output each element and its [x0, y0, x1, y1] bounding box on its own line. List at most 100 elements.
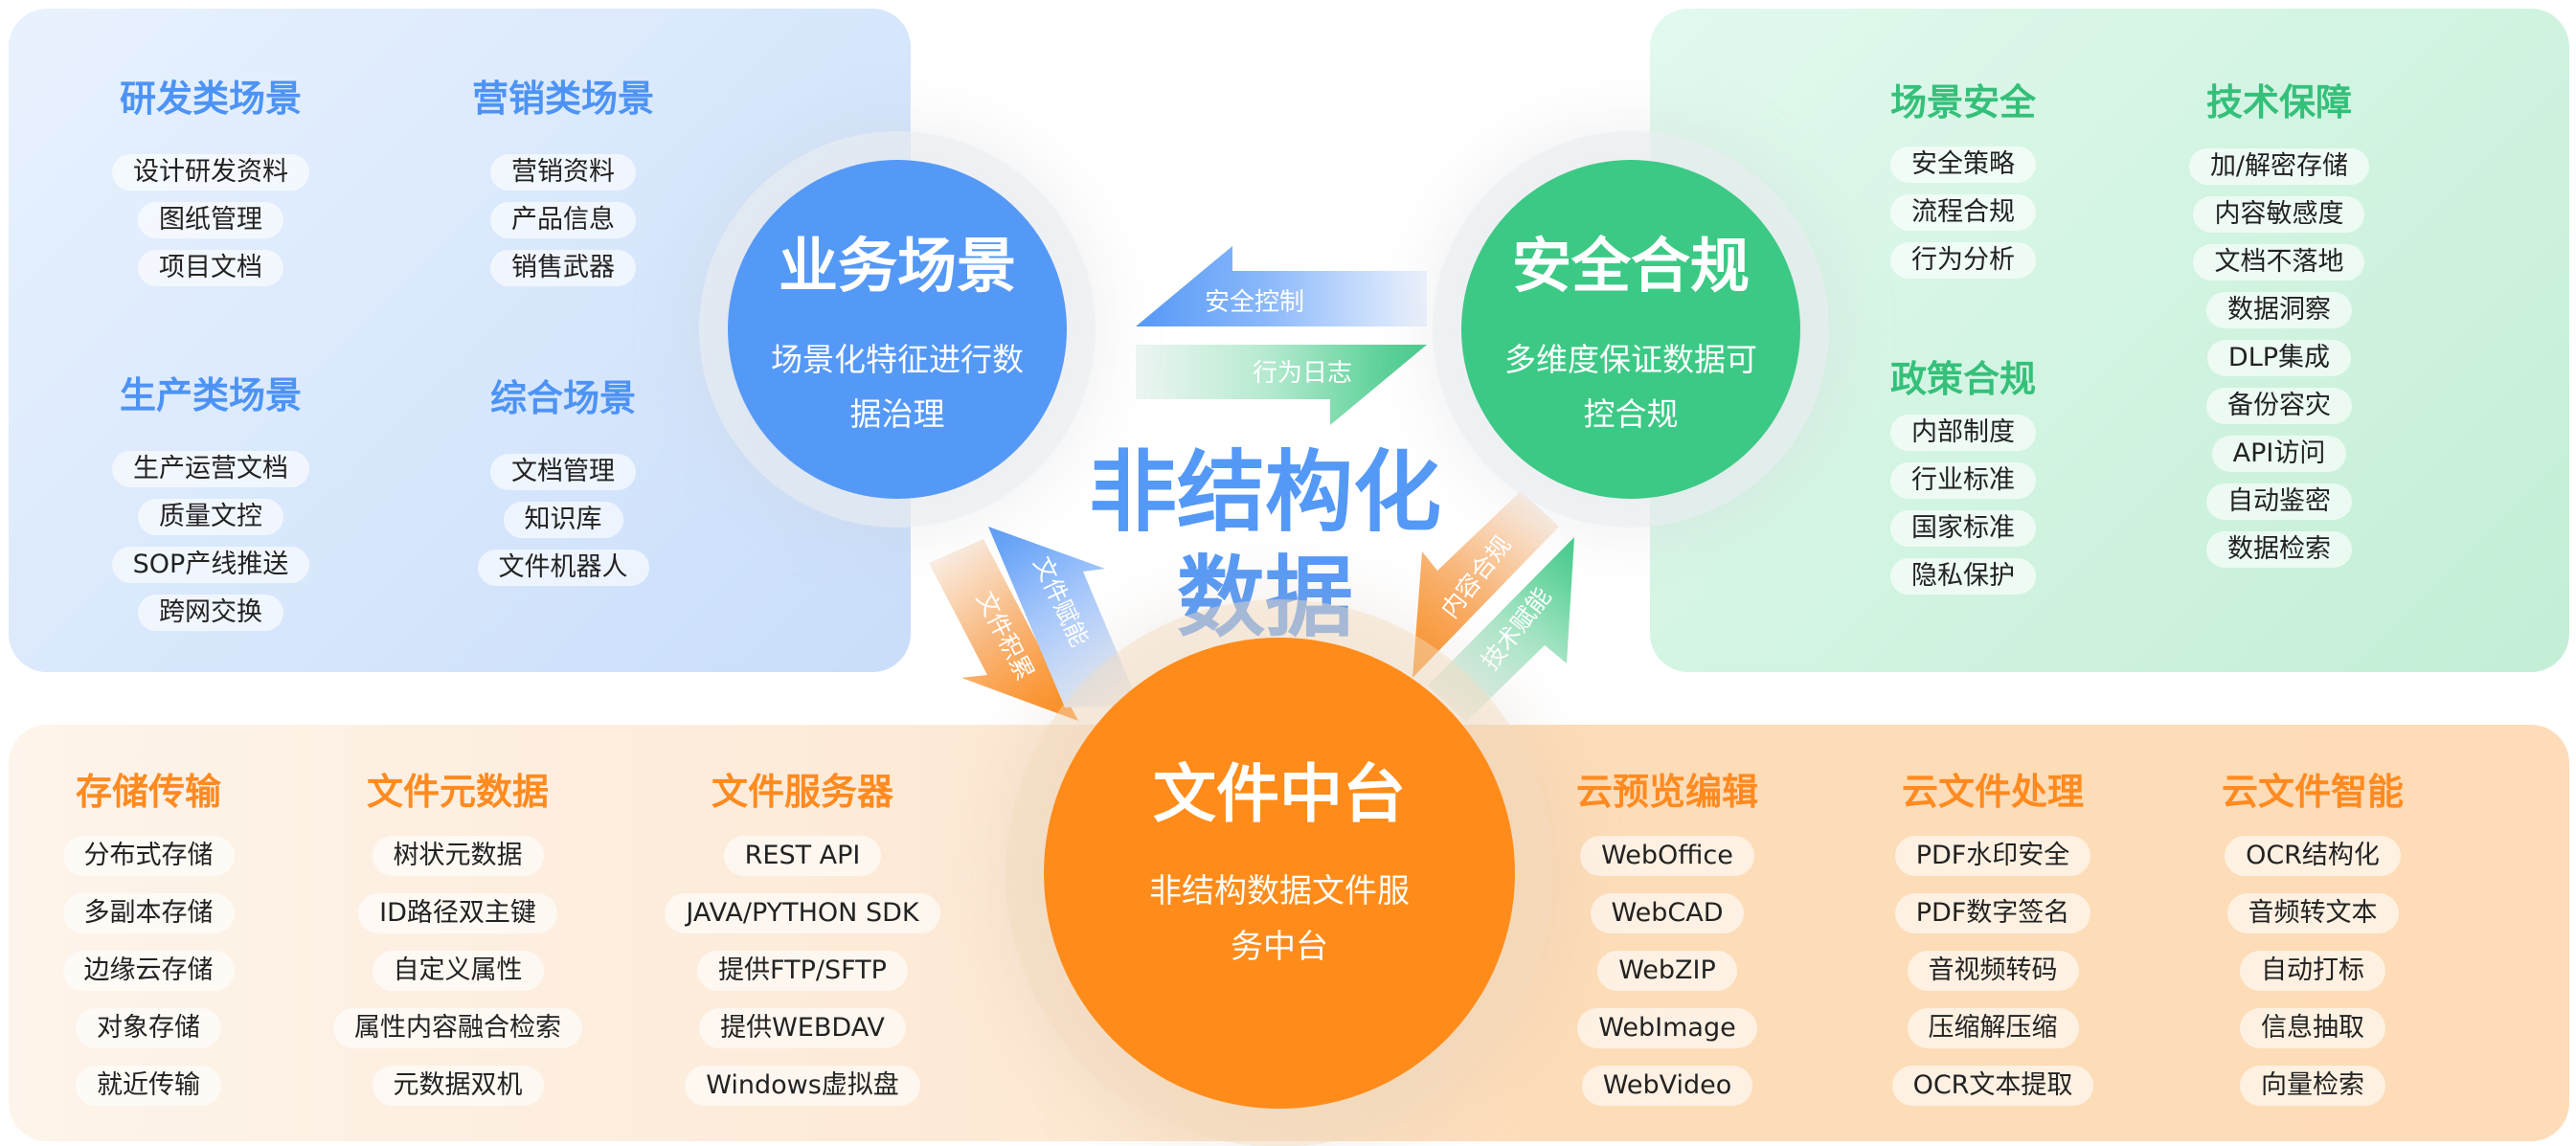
- feature-list: REST API JAVA/PYTHON SDK 提供FTP/SFTP 提供WEBDA…: [665, 836, 940, 1106]
- security-compliance-panel: [1650, 9, 2569, 672]
- feature-tag: 树状元数据: [372, 836, 544, 876]
- feature-tag: 提供WEBDAV: [699, 1008, 906, 1048]
- feature-tag: REST API: [723, 836, 882, 876]
- feature-tag: OCR文本提取: [1891, 1066, 2094, 1106]
- feature-tag: 备份容灾: [2205, 388, 2352, 424]
- category-group: 营销类场景营销资料产品信息销售武器: [324, 75, 802, 286]
- category-title: 场景安全: [1889, 81, 2036, 124]
- category-title: 云预览编辑: [1575, 771, 1758, 813]
- feature-tag: API访问: [2211, 436, 2347, 472]
- feature-tag: 内容敏感度: [2193, 196, 2365, 233]
- category-group: 文件元数据树状元数据 ID路径双主键自定义属性属性内容融合检索元数据双机: [218, 768, 697, 1106]
- feature-tag: 属性内容融合检索: [333, 1008, 582, 1048]
- category-title: 文件元数据: [366, 771, 549, 813]
- feature-tag: 数据洞察: [2205, 292, 2352, 328]
- feature-tag: 信息抽取: [2240, 1008, 2385, 1048]
- feature-tag: 自动鉴密: [2205, 483, 2352, 520]
- category-title: 研发类场景: [119, 78, 302, 120]
- feature-tag: 音视频转码: [1907, 951, 2079, 991]
- tech-enable-arrow: [1428, 537, 1574, 722]
- feature-tag: ID路径双主键: [358, 893, 557, 933]
- category-group: 综合场景文档管理知识库文件机器人: [324, 374, 802, 586]
- category-title: 文件服务器: [711, 771, 893, 813]
- feature-tag: 流程合规: [1890, 194, 2036, 231]
- circle-title: 安全合规: [1511, 231, 1750, 301]
- category-group: 文件服务器 REST API JAVA/PYTHON SDK 提供FTP/SFTP 提供…: [563, 768, 1042, 1106]
- circle-subtitle: 务中台: [1231, 928, 1328, 966]
- feature-list: 加/解密存储内容敏感度文档不落地数据洞察 DLP集成备份容灾 API访问自动鉴密数据…: [2188, 148, 2370, 568]
- feature-tag: 国家标准: [1890, 510, 2036, 547]
- category-group: 云文件智能 OCR结构化音频转文本自动打标信息抽取向量检索: [2073, 768, 2552, 1106]
- feature-tag: 营销资料: [490, 154, 636, 191]
- feature-tag: 数据检索: [2205, 531, 2352, 568]
- category-title: 政策合规: [1889, 358, 2036, 400]
- feature-list: 安全策略流程合规行为分析: [1890, 146, 2036, 279]
- file-enable-arrow: [988, 527, 1140, 708]
- feature-tag: OCR结构化: [2225, 836, 2401, 876]
- feature-tag: DLP集成: [2206, 340, 2352, 376]
- feature-tag: 行为分析: [1890, 242, 2036, 279]
- circle-title: 文件中台: [1153, 757, 1406, 831]
- feature-list: PDF水印安全 PDF数字签名音视频转码压缩解压缩 OCR文本提取: [1891, 836, 2094, 1106]
- feature-tag: PDF数字签名: [1894, 893, 2091, 933]
- category-group: 场景安全安全策略流程合规行为分析: [1724, 79, 2203, 279]
- feature-tag: 质量文控: [138, 499, 283, 535]
- category-title: 生产类场景: [119, 374, 302, 416]
- feature-tag: 产品信息: [490, 202, 636, 238]
- feature-tag: 文档不落地: [2193, 244, 2365, 281]
- feature-tag: JAVA/PYTHON SDK: [665, 893, 940, 933]
- feature-tag: PDF水印安全: [1894, 836, 2091, 876]
- feature-list: 内部制度行业标准国家标准隐私保护: [1890, 415, 2036, 595]
- feature-tag: 项目文档: [138, 250, 283, 286]
- feature-tag: 行业标准: [1890, 462, 2036, 499]
- feature-list: 设计研发资料图纸管理项目文档: [112, 154, 309, 286]
- category-title: 营销类场景: [471, 78, 654, 120]
- category-group: 研发类场景设计研发资料图纸管理项目文档: [0, 75, 450, 286]
- feature-tag: 跨网交换: [138, 595, 283, 631]
- circle-subtitle: 控合规: [1583, 395, 1679, 433]
- feature-tag: 文件机器人: [477, 550, 649, 586]
- category-title: 云文件智能: [2221, 771, 2404, 813]
- category-title: 云文件处理: [1901, 771, 2084, 813]
- file-platform-circle: 文件中台 非结构数据文件服 务中台: [1044, 638, 1515, 1109]
- feature-list: OCR结构化音频转文本自动打标信息抽取向量检索: [2225, 836, 2401, 1106]
- center-title-line: 非结构化: [1088, 441, 1441, 544]
- file-accumulate-arrow: [929, 539, 1078, 721]
- center-title: 非结构化 数据: [1026, 440, 1504, 651]
- feature-tag: WebOffice: [1580, 836, 1754, 876]
- behavior-log-label: 行为日志: [1253, 359, 1352, 388]
- circle-subtitle: 场景化特征进行数: [771, 341, 1024, 378]
- feature-tag: 自定义属性: [372, 951, 544, 991]
- category-group: 政策合规内部制度行业标准国家标准隐私保护: [1724, 355, 2203, 595]
- business-scenario-circle: 业务场景 场景化特征进行数 据治理: [728, 160, 1067, 499]
- feature-tag: SOP产线推送: [111, 547, 310, 583]
- feature-tag: 加/解密存储: [2188, 148, 2370, 185]
- security-control-label: 安全控制: [1205, 288, 1304, 317]
- circle-subtitle: 非结构数据文件服: [1149, 872, 1410, 910]
- feature-tag: 文档管理: [490, 454, 636, 490]
- category-title: 综合场景: [489, 377, 636, 419]
- feature-tag: 自动打标: [2240, 951, 2385, 991]
- feature-tag: 对象存储: [76, 1008, 221, 1048]
- feature-tag: 压缩解压缩: [1907, 1008, 2079, 1048]
- feature-tag: 元数据双机: [372, 1066, 544, 1106]
- feature-tag: 多副本存储: [62, 893, 235, 933]
- feature-tag: 向量检索: [2240, 1066, 2385, 1106]
- feature-list: 营销资料产品信息销售武器: [490, 154, 636, 286]
- circle-subtitle: 据治理: [849, 395, 945, 433]
- circle-title: 业务场景: [778, 231, 1016, 301]
- behavior-log-arrow: [1136, 345, 1427, 425]
- feature-tag: WebImage: [1577, 1008, 1757, 1048]
- center-title-line: 数据: [1176, 547, 1353, 649]
- feature-tag: 音频转文本: [2226, 893, 2399, 933]
- feature-tag: 生产运营文档: [112, 451, 309, 487]
- feature-tag: 内部制度: [1890, 415, 2036, 451]
- feature-list: 树状元数据 ID路径双主键自定义属性属性内容融合检索元数据双机: [333, 836, 582, 1106]
- circle-subtitle: 多维度保证数据可: [1504, 341, 1757, 378]
- security-compliance-circle: 安全合规 多维度保证数据可 控合规: [1461, 160, 1800, 499]
- security-control-arrow: [1136, 246, 1427, 326]
- feature-tag: 提供FTP/SFTP: [697, 951, 908, 991]
